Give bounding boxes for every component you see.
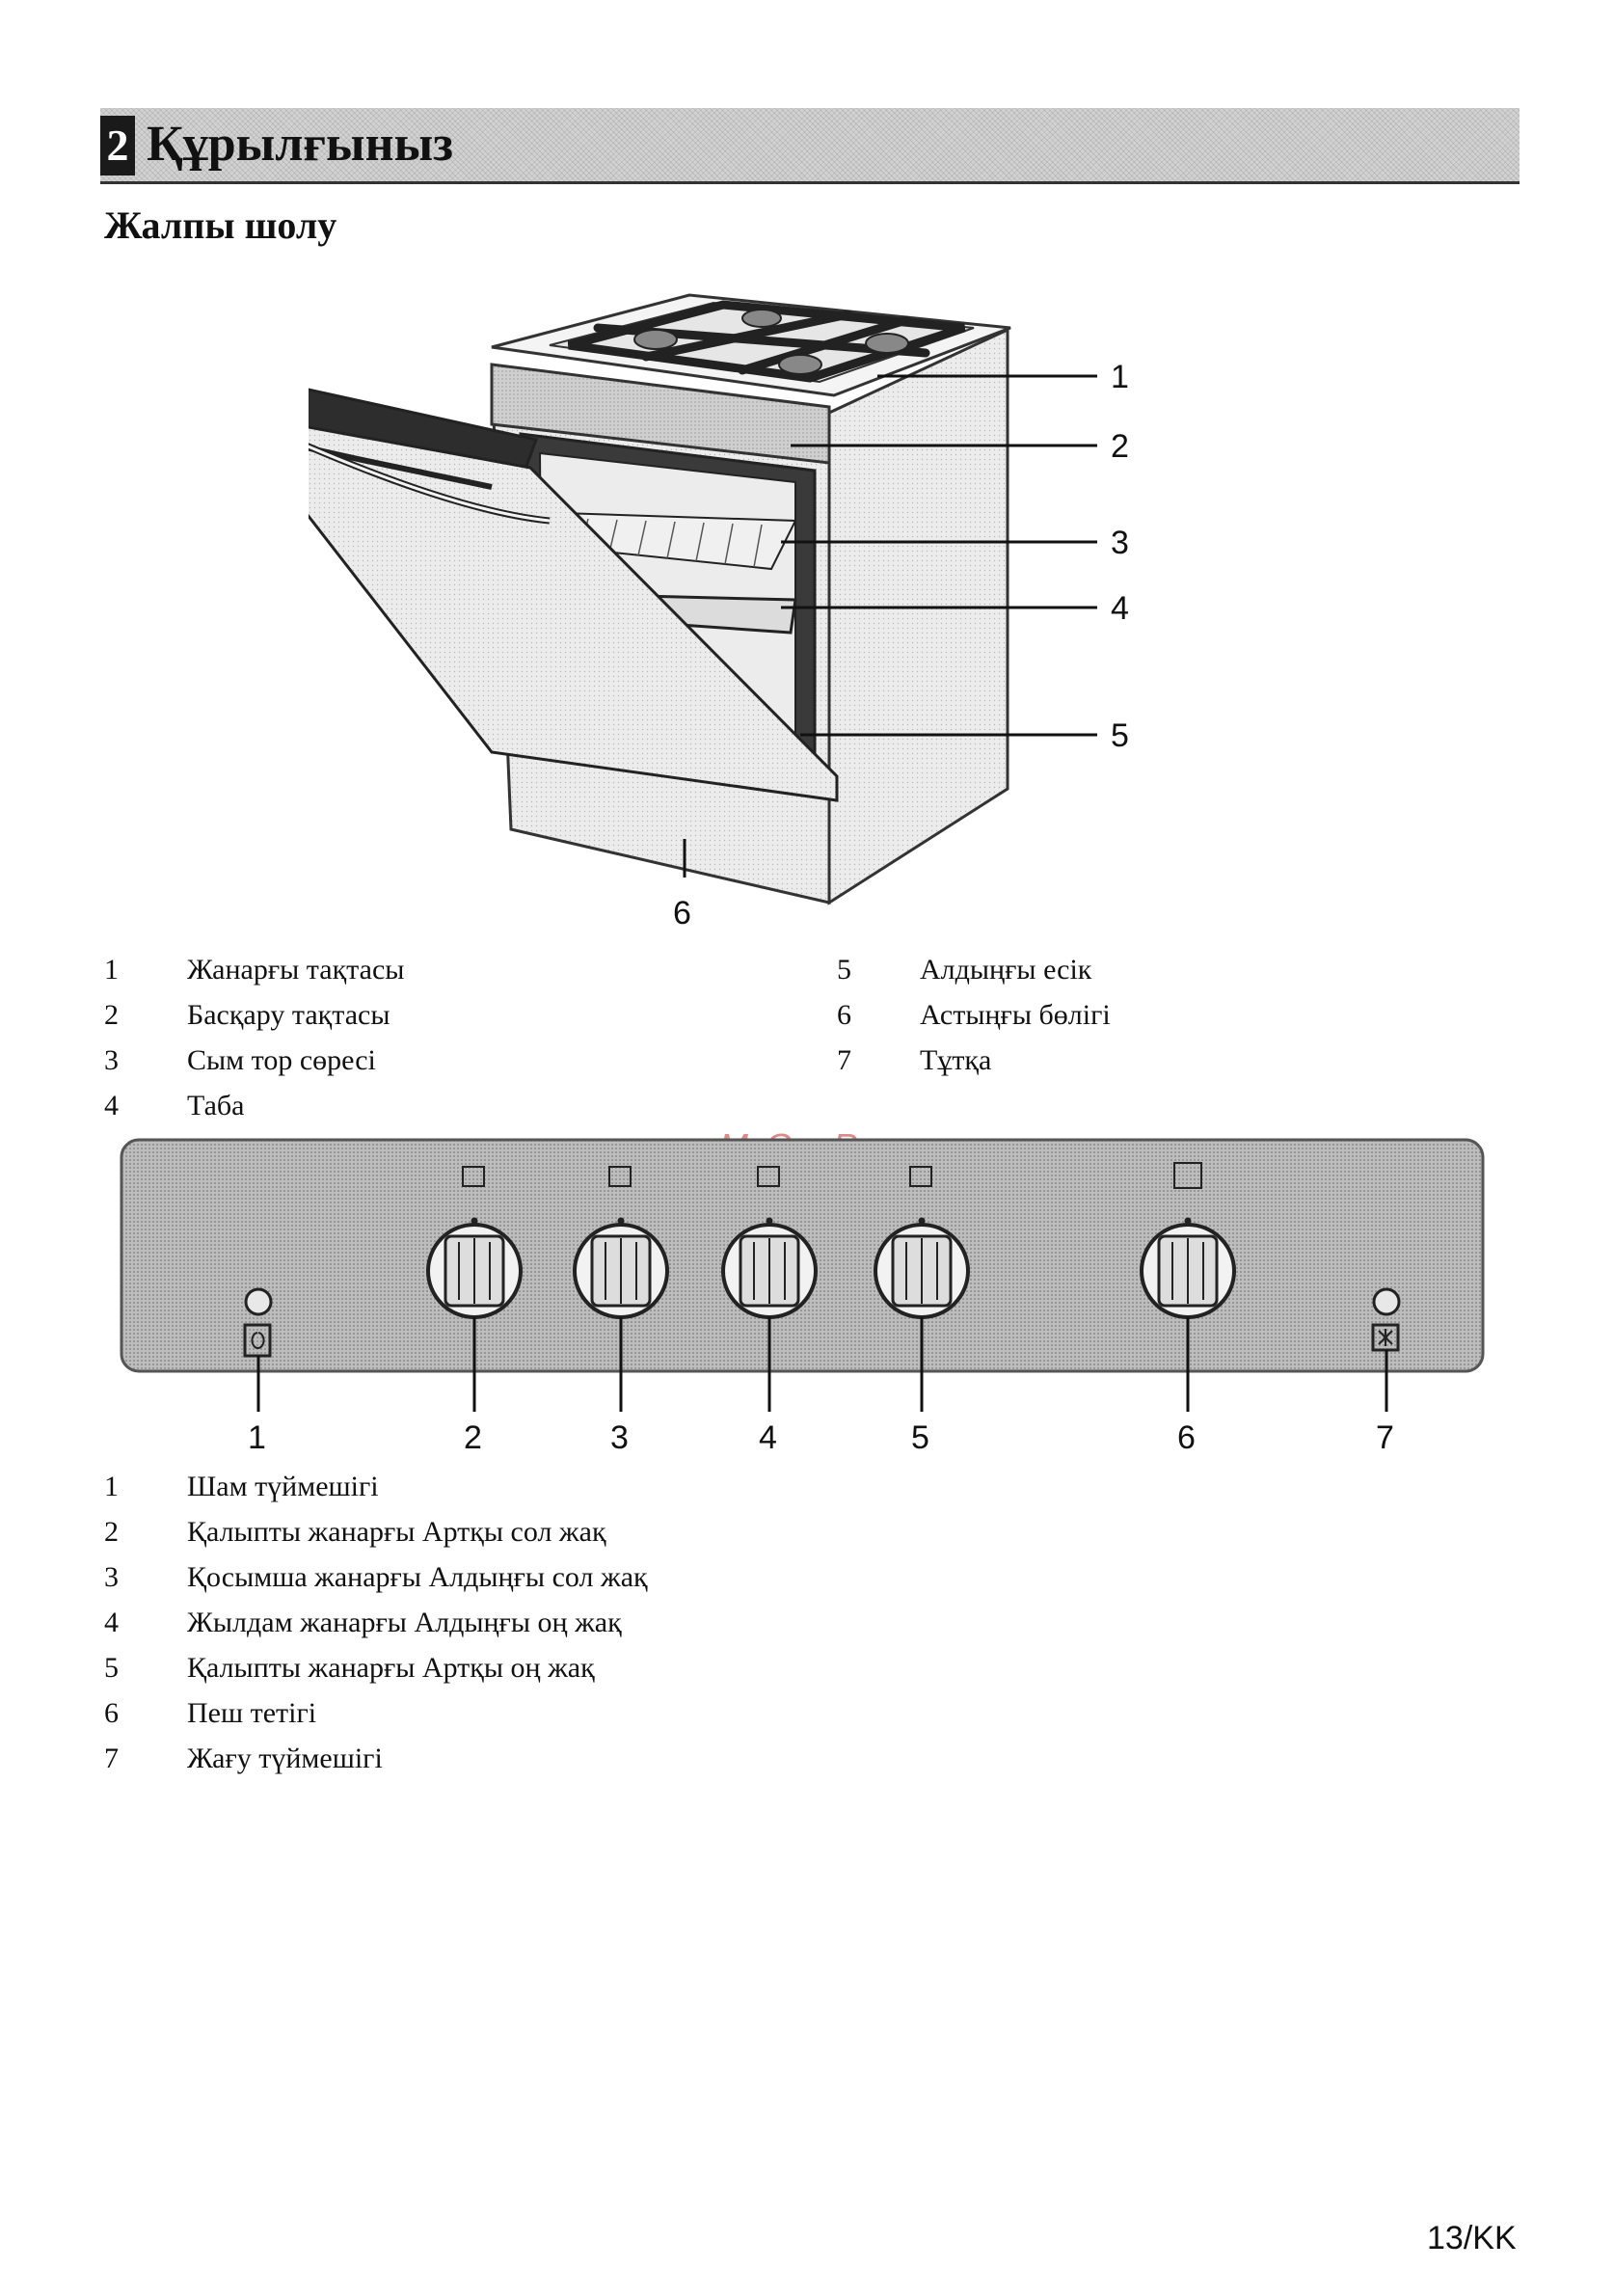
cp-callout-1: 1 [248,1419,266,1456]
burner-knob-front-left [573,1166,669,1319]
burners [633,309,909,375]
cooker-side-panel [827,327,1009,905]
cp-callout-2: 2 [464,1419,482,1456]
callout-6: 6 [673,895,691,932]
burner-knob-rear-left [426,1166,523,1319]
burner-knob-rear-right [874,1166,970,1319]
cp-callout-7: 7 [1376,1419,1394,1456]
oven-door [309,388,538,471]
cp-callout-3: 3 [610,1419,629,1456]
chapter-title: Құрылғыныз [147,117,454,172]
cooker-illustration: 1 2 3 4 5 6 7 [309,293,1129,932]
page-number: 13/KK [1427,2220,1517,2256]
callout-2: 2 [1111,428,1129,465]
door-panel [309,425,839,802]
callout-1: 1 [1111,359,1129,395]
callout-3: 3 [1111,525,1129,561]
control-panel-illustration: 1 2 3 4 5 6 7 [120,1138,1485,1456]
chapter-header: 2 Құрылғыныз [100,108,1520,184]
cp-callout-6: 6 [1177,1419,1196,1456]
oven-knob [1140,1162,1236,1319]
control-panel [490,363,831,465]
section-title: Жалпы шолу [104,203,337,247]
cp-callout-4: 4 [759,1419,777,1456]
chapter-number: 2 [100,116,135,176]
cp-callout-5: 5 [911,1419,929,1456]
callout-5: 5 [1111,717,1129,754]
callout-4: 4 [1111,590,1129,627]
